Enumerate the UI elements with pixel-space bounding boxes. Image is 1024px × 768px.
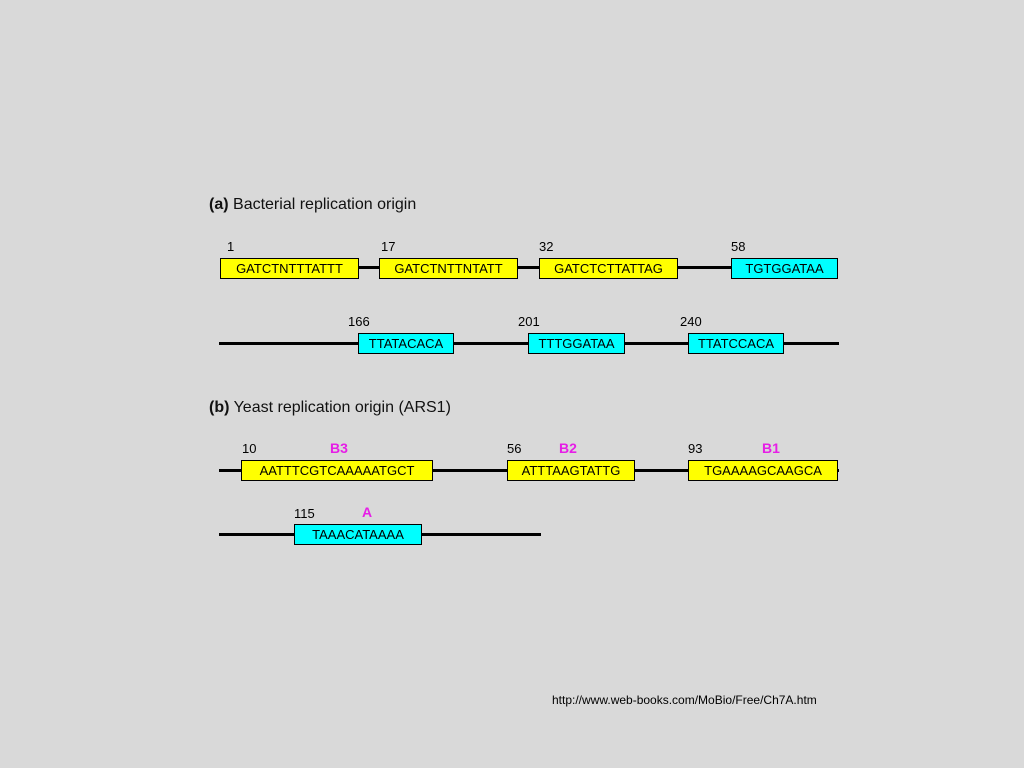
element-label: B3 bbox=[330, 440, 348, 456]
panel-a-title: Bacterial replication origin bbox=[233, 196, 417, 213]
sequence-box: GATCTNTTTATTT bbox=[220, 258, 359, 279]
sequence-box: ATTTAAGTATTG bbox=[507, 460, 635, 481]
position-label: 93 bbox=[688, 441, 703, 456]
position-label: 115 bbox=[294, 506, 315, 521]
panel-b-heading: (b) Yeast replication origin (ARS1) bbox=[209, 399, 451, 417]
element-label: A bbox=[362, 504, 373, 520]
source-url: http://www.web-books.com/MoBio/Free/Ch7A… bbox=[552, 693, 817, 707]
panel-b-letter: (b) bbox=[209, 399, 230, 416]
dna-strand-segment bbox=[359, 266, 381, 269]
position-label: 166 bbox=[348, 314, 370, 329]
position-label: 201 bbox=[518, 314, 540, 329]
panel-b-title: Yeast replication origin (ARS1) bbox=[233, 399, 451, 416]
sequence-box: TAAACATAAAA bbox=[294, 524, 422, 545]
sequence-box: TTATACACA bbox=[358, 333, 454, 354]
position-label: 32 bbox=[539, 239, 554, 254]
position-label: 58 bbox=[731, 239, 746, 254]
position-label: 56 bbox=[507, 441, 522, 456]
sequence-box: TTATCCACA bbox=[688, 333, 784, 354]
position-label: 1 bbox=[227, 239, 235, 254]
position-label: 240 bbox=[680, 314, 702, 329]
dna-strand-segment bbox=[677, 266, 732, 269]
panel-a-letter: (a) bbox=[209, 196, 229, 213]
sequence-box: AATTTCGTCAAAAATGCT bbox=[241, 460, 433, 481]
position-label: 17 bbox=[381, 239, 396, 254]
position-label: 10 bbox=[242, 441, 257, 456]
element-label: B2 bbox=[559, 440, 577, 456]
sequence-box: TTTGGATAA bbox=[528, 333, 625, 354]
sequence-box: GATCTNTTNTATT bbox=[379, 258, 518, 279]
panel-a-heading: (a) Bacterial replication origin bbox=[209, 196, 416, 214]
dna-strand-segment bbox=[518, 266, 540, 269]
element-label: B1 bbox=[762, 440, 780, 456]
sequence-box: TGTGGATAA bbox=[731, 258, 838, 279]
sequence-box: TGAAAAGCAAGCA bbox=[688, 460, 838, 481]
sequence-box: GATCTCTTATTAG bbox=[539, 258, 678, 279]
